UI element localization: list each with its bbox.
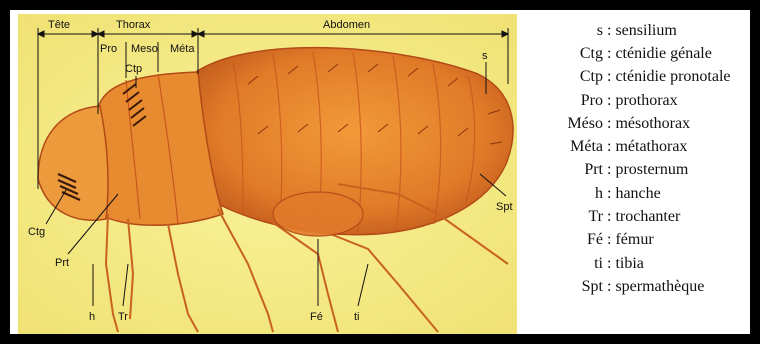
legend-abbreviation: Spt — [521, 278, 603, 296]
legend-abbreviation: ti — [521, 255, 603, 273]
label-abdomen: Abdomen — [323, 19, 370, 31]
legend-separator: : — [603, 115, 615, 133]
legend-abbreviation: Méso — [521, 115, 603, 133]
legend-abbreviation: s — [521, 22, 603, 40]
legend-item: s:sensilium — [521, 19, 750, 42]
legend-item: Fé:fémur — [521, 229, 750, 252]
flea-diagram: Tête Thorax Abdomen Pro Meso Méta Ctp s … — [18, 14, 517, 334]
legend-description: spermathèque — [615, 278, 704, 296]
legend-description: cténidie pronotale — [615, 68, 730, 86]
legend-description: cténidie génale — [615, 45, 711, 63]
legend-item: Méso:mésothorax — [521, 112, 750, 135]
legend-abbreviation: Prt — [521, 161, 603, 179]
legend-separator: : — [603, 92, 615, 110]
legend-separator: : — [603, 278, 615, 296]
legend-separator: : — [603, 231, 615, 249]
legend-description: fémur — [615, 231, 653, 249]
legend-item: Ctg:cténidie génale — [521, 42, 750, 65]
legend-description: prothorax — [615, 92, 677, 110]
label-prt: Prt — [55, 257, 69, 269]
legend-abbreviation: h — [521, 185, 603, 203]
label-head: Tête — [48, 19, 70, 31]
legend-separator: : — [603, 185, 615, 203]
legend-item: h:hanche — [521, 182, 750, 205]
legend-separator: : — [603, 45, 615, 63]
legend-description: prosternum — [615, 161, 688, 179]
legend-description: tibia — [615, 255, 643, 273]
legend-abbreviation: Ctp — [521, 68, 603, 86]
legend-item: Ctp:cténidie pronotale — [521, 66, 750, 89]
femur-shape — [273, 192, 363, 236]
legend-description: sensilium — [615, 22, 676, 40]
label-tr: Tr — [118, 311, 128, 323]
legend-abbreviation: Méta — [521, 138, 603, 156]
legend-abbreviation: Ctg — [521, 45, 603, 63]
legend-abbreviation: Fé — [521, 231, 603, 249]
legend-separator: : — [603, 208, 615, 226]
legend-description: mésothorax — [615, 115, 690, 133]
legend-separator: : — [603, 22, 615, 40]
label-ctg: Ctg — [28, 226, 45, 238]
legend-abbreviation: Tr — [521, 208, 603, 226]
legend-item: Méta:métathorax — [521, 135, 750, 158]
label-spt: Spt — [496, 201, 513, 213]
legend-item: Pro:prothorax — [521, 89, 750, 112]
legend-description: hanche — [615, 185, 660, 203]
legend-item: ti:tibia — [521, 252, 750, 275]
legend-abbreviation: Pro — [521, 92, 603, 110]
label-ti: ti — [354, 311, 360, 323]
label-h: h — [89, 311, 95, 323]
legend-separator: : — [603, 255, 615, 273]
legend-separator: : — [603, 161, 615, 179]
label-thorax: Thorax — [116, 19, 151, 31]
legend-description: trochanter — [615, 208, 680, 226]
label-fe: Fé — [310, 311, 323, 323]
legend-separator: : — [603, 68, 615, 86]
label-meta: Méta — [170, 43, 195, 55]
legend-description: métathorax — [615, 138, 687, 156]
legend-item: Tr:trochanter — [521, 205, 750, 228]
flea-photograph: Tête Thorax Abdomen Pro Meso Méta Ctp s … — [18, 14, 517, 334]
legend-item: Prt:prosternum — [521, 159, 750, 182]
label-pro: Pro — [100, 43, 117, 55]
legend-item: Spt:spermathèque — [521, 275, 750, 298]
label-meso: Meso — [131, 43, 158, 55]
legend-separator: : — [603, 138, 615, 156]
label-ctp: Ctp — [125, 63, 142, 75]
label-s: s — [482, 50, 488, 62]
